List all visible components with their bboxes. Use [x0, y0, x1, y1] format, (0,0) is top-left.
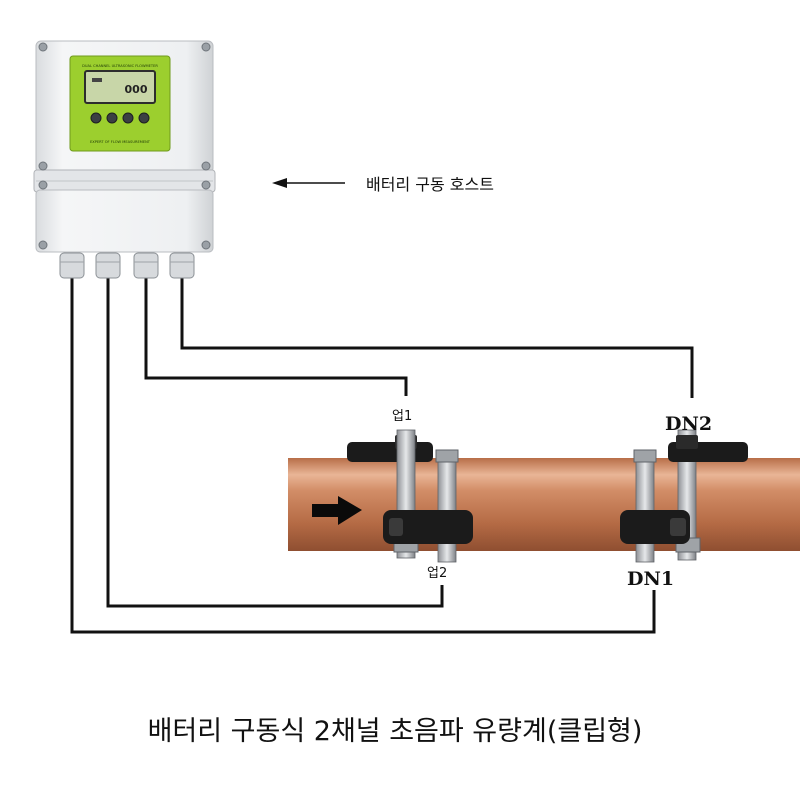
- transducer-dn1: [620, 510, 690, 544]
- cable-dn1: [70, 278, 656, 634]
- cable-dn2: [180, 278, 694, 398]
- flow-direction-arrow-icon: [312, 496, 362, 525]
- lcd-screen: [84, 70, 156, 104]
- panel-button: [106, 112, 118, 124]
- cable-up1: [144, 278, 408, 396]
- label-dn1: DN1: [627, 568, 674, 590]
- device-footer: EXPERT OF FLOW MEASUREMENT: [90, 140, 151, 144]
- cable-gland: [133, 252, 159, 279]
- pipe: [288, 458, 800, 551]
- host-label: 배터리 구동 호스트: [366, 175, 494, 194]
- transducer-dn2: [668, 435, 748, 462]
- cable-gland: [169, 252, 195, 279]
- cable-up2: [106, 278, 444, 608]
- transducer-up2: [383, 510, 473, 544]
- panel-button: [138, 112, 150, 124]
- host-device: DUAL CHANNEL ULTRASONIC FLOWMETER 000 EX…: [33, 40, 216, 279]
- device-header: DUAL CHANNEL ULTRASONIC FLOWMETER: [82, 64, 158, 68]
- cable-gland: [95, 252, 121, 279]
- panel-button: [90, 112, 102, 124]
- transducer-up1: [347, 435, 433, 462]
- lcd-reading: 000: [125, 83, 148, 96]
- cable-gland: [59, 252, 85, 279]
- label-up2: 업2: [427, 566, 447, 581]
- panel-button: [122, 112, 134, 124]
- screw-icon: [38, 42, 211, 250]
- label-dn2: DN2: [665, 413, 712, 435]
- housing-body: [35, 189, 214, 253]
- label-up1: 업1: [392, 409, 412, 424]
- caption: 배터리 구동식 2채널 초음파 유량계(클립형): [148, 716, 643, 747]
- panel-buttons: [90, 112, 150, 124]
- arrow-left-icon: [272, 178, 345, 188]
- cables: [70, 278, 694, 634]
- cable-glands: [59, 252, 195, 279]
